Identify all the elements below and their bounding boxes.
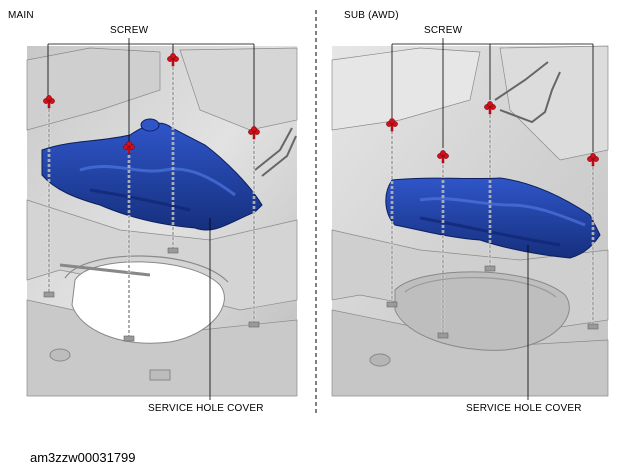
screw-icon — [167, 53, 179, 67]
figure-code: am3zzw00031799 — [30, 450, 136, 465]
panel-title-main: MAIN — [8, 10, 34, 21]
panel-title-sub: SUB (AWD) — [344, 10, 399, 21]
screw-label-main: SCREW — [110, 25, 149, 36]
screw-icon — [123, 141, 135, 155]
cover-label-main: SERVICE HOLE COVER — [148, 403, 264, 414]
screw-icon — [587, 153, 599, 167]
screw-icon — [386, 118, 398, 132]
screw-icon — [437, 150, 449, 164]
main-panel-image — [26, 38, 298, 400]
screw-label-sub: SCREW — [424, 25, 463, 36]
cover-label-sub: SERVICE HOLE COVER — [466, 403, 582, 414]
screw-icon — [484, 101, 496, 115]
screw-icon — [248, 126, 260, 140]
service-hole-cover-main — [41, 122, 263, 231]
sub-panel-image — [331, 38, 609, 400]
screw-icon — [43, 95, 55, 109]
